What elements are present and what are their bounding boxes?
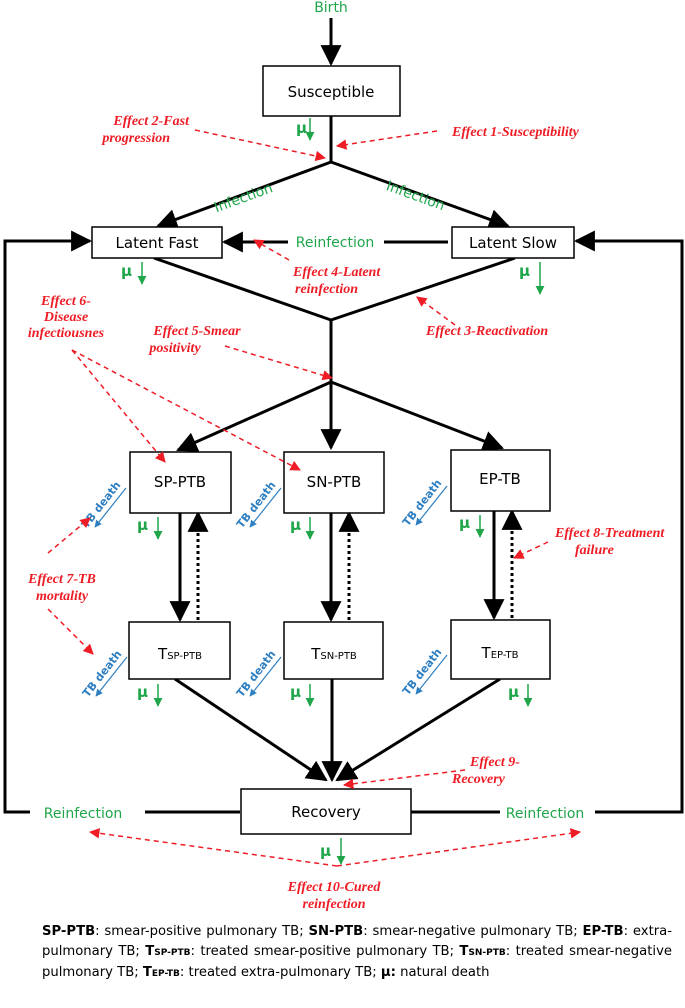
legend-sp-abbr: SP-PTB: [42, 924, 96, 939]
birth-label: Birth: [314, 0, 348, 16]
natural-death-arrows: [137, 118, 545, 865]
ep-tb-label: EP-TB: [479, 470, 521, 488]
tb-death-label-sp-ptb: TB death: [79, 479, 123, 531]
box-latent-fast: [91, 226, 223, 259]
reinfection-label-right: Reinfection: [506, 806, 585, 822]
legend-ep-def: : extra-pulmonary TB;: [42, 924, 672, 959]
tb-death-label-t-ep-tb: TB death: [400, 646, 444, 698]
legend-tep-abbr: TEP-TB: [142, 965, 180, 980]
mu-label-t-sp-ptb: μ: [137, 683, 148, 701]
tb-model-diagram: Birth Susceptible Latent Fast Latent Slo…: [3, 0, 684, 912]
legend-tep-def: : treated extra-pulmonary TB;: [179, 965, 381, 980]
reinfection-label-left: Reinfection: [44, 806, 123, 822]
box-sp-ptb: [129, 451, 232, 514]
t-ep-tb-label: TEP-TB: [481, 644, 519, 662]
flow-lines: [3, 18, 684, 814]
tb-death-arrows: [94, 485, 448, 697]
recovery-label: Recovery: [291, 803, 361, 821]
susceptible-label: Susceptible: [288, 83, 375, 101]
infection-label-right: Infection: [384, 178, 447, 214]
reinfection-label-latent: Reinfection: [296, 235, 375, 251]
mu-label-sn-ptb: μ: [290, 516, 301, 534]
legend-sn-abbr: SN-PTB: [308, 924, 364, 939]
box-susceptible: [262, 65, 401, 117]
mu-label-t-sn-ptb: μ: [290, 683, 301, 701]
sp-ptb-label: SP-PTB: [154, 473, 206, 491]
legend-mu-abbr: μ:: [380, 965, 396, 980]
effect-9-label: Effect 9-Recovery: [451, 755, 520, 787]
latent-fast-label: Latent Fast: [116, 234, 199, 252]
tb-death-label-t-sn-ptb: TB death: [234, 648, 278, 700]
tb-death-label-ep-tb: TB death: [400, 477, 444, 529]
infection-label-left: Infection: [212, 180, 275, 216]
mu-label-t-ep-tb: μ: [508, 683, 519, 701]
box-recovery: [240, 788, 412, 835]
effect-arrows: [47, 129, 582, 867]
legend-tsp-def: : treated smear-positive pulmonary TB;: [190, 944, 460, 959]
tb-death-label-sn-ptb: TB death: [234, 479, 278, 531]
box-t-sn-ptb: [283, 621, 384, 680]
effect-1-label: Effect 1-Susceptibility: [451, 125, 580, 140]
latent-slow-label: Latent Slow: [469, 234, 557, 252]
legend-ep-abbr: EP-TB: [582, 924, 624, 939]
box-t-ep-tb: [450, 619, 551, 680]
mu-label-susceptible: μ: [296, 119, 307, 137]
mu-label-recovery: μ: [320, 842, 331, 860]
mu-label-sp-ptb: μ: [137, 516, 148, 534]
legend-mu-def: natural death: [395, 965, 490, 980]
box-latent-slow: [451, 226, 575, 259]
legend-sp-def: : smear-positive pulmonary TB;: [95, 924, 309, 939]
abbreviation-legend: SP-PTB: smear-positive pulmonary TB; SN-…: [42, 922, 672, 984]
compartment-boxes: [91, 65, 575, 835]
box-ep-tb: [450, 449, 551, 512]
mu-label-ep-tb: μ: [459, 514, 470, 532]
box-t-sp-ptb: [128, 621, 231, 680]
t-sp-ptb-label: TSP-PTB: [157, 645, 202, 663]
sn-ptb-label: SN-PTB: [307, 473, 362, 491]
mu-label-latent-slow: μ: [519, 262, 530, 280]
legend-tsn-abbr: TSN-PTB: [459, 944, 506, 959]
mu-label-latent-fast: μ: [121, 262, 132, 280]
legend-tsn-def: : treated smear-negative pulmonary TB;: [42, 944, 673, 980]
effect-3-label: Effect 3-Reactivation: [425, 324, 548, 339]
legend-tsp-abbr: TSP-PTB: [145, 944, 191, 959]
tb-death-label-t-sp-ptb: TB death: [80, 648, 124, 700]
t-sn-ptb-label: TSN-PTB: [310, 645, 357, 663]
legend-sn-def: : smear-negative pulmonary TB;: [363, 924, 583, 939]
